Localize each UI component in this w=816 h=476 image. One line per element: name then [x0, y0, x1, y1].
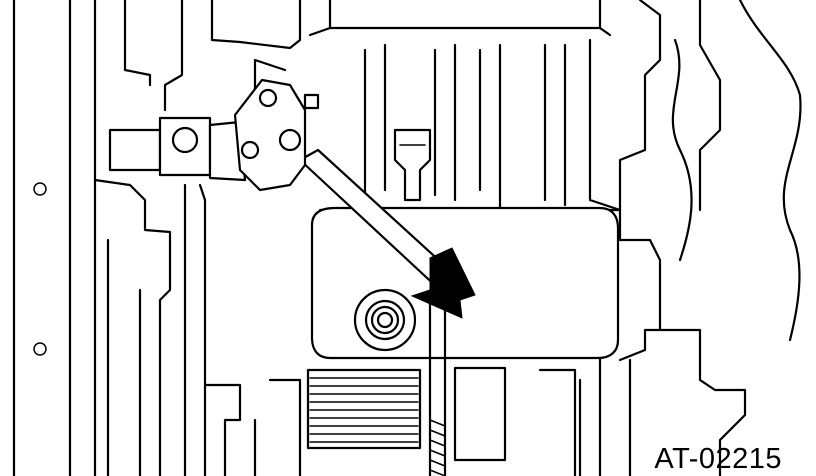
figure-code-label: AT-02215: [654, 443, 782, 475]
left-case-wall: [93, 0, 242, 476]
lower-filter: [253, 366, 577, 476]
pointer-arrow-icon: [410, 247, 476, 319]
right-case: [578, 0, 802, 476]
drain-plug: [353, 288, 417, 352]
center-bracket: [393, 128, 432, 202]
linkage-assembly: [108, 78, 320, 192]
left-frame: [12, 0, 72, 476]
upper-housing: [210, 0, 622, 212]
